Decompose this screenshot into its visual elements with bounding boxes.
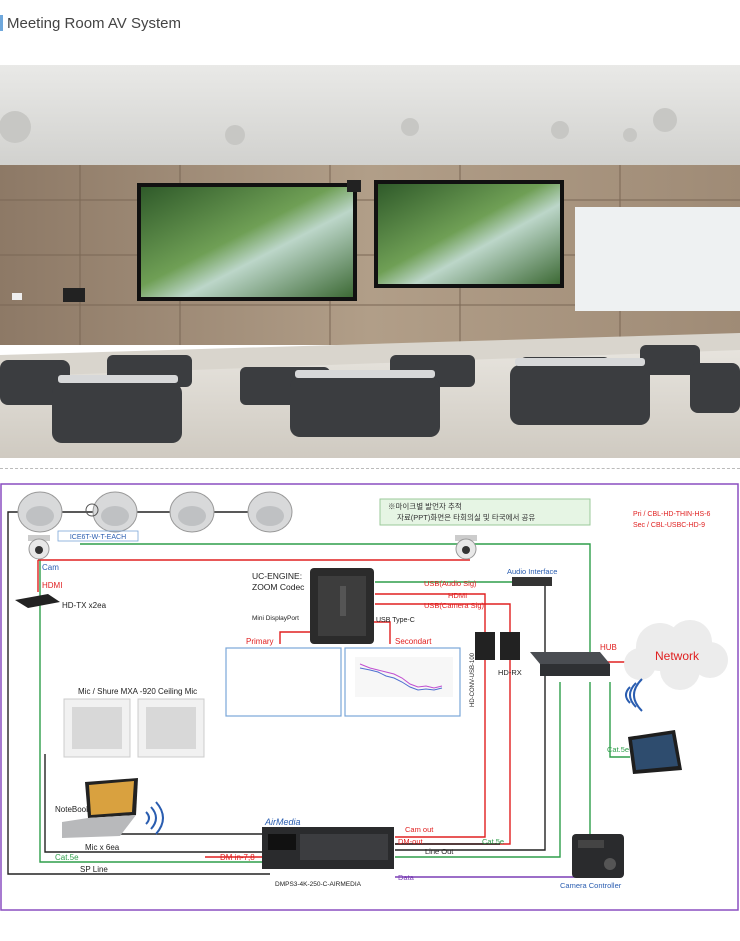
hdmi-label: HDMI — [42, 581, 62, 590]
ice-label-box — [57, 530, 139, 542]
mic-count-label: Mic x 6ea — [85, 843, 120, 852]
zoom-codec-label: ZOOM Codec — [252, 582, 305, 592]
uc-engine-label: UC-ENGINE: — [252, 571, 302, 581]
cable-pri-label: Pri / CBL-HD-THIN-HS-6 — [633, 511, 710, 518]
cat5e-right-label: Cat.5e — [482, 837, 504, 846]
note-box — [379, 498, 591, 526]
network-cloud-icon — [624, 620, 728, 690]
usb-camera-label: USB(Camera Sig) — [424, 601, 485, 610]
hd-tx-label: HD-TX x2ea — [62, 601, 107, 610]
airmedia-brand: AirMedia — [264, 817, 301, 827]
sp-line-label: SP Line — [80, 865, 108, 874]
hd-conv-label: HD-CONV-USB-100 — [470, 652, 476, 707]
dmps-label: DMPS3-4K-250-C-AIRMEDIA — [275, 881, 362, 888]
cable-sec-label: Sec / CBL-USBC-HD-9 — [633, 522, 705, 529]
cat5e-left-label: Cat.5e — [55, 853, 79, 862]
wifi-icon — [625, 678, 643, 712]
hd-tx-device-icon — [15, 594, 60, 608]
cam-out-label: Cam out — [405, 825, 434, 834]
hdmi-2-label: HDMI — [448, 591, 467, 600]
line-out-label: Line Out — [425, 847, 454, 856]
diagram-frame — [0, 483, 739, 911]
notebook-laptop-icon — [62, 778, 138, 838]
dm-in-label: DM in-7,8 — [220, 853, 255, 862]
camera-controller-label: Camera Controller — [560, 881, 622, 890]
ceiling-speaker-2 — [92, 491, 138, 533]
cat5e-left-wire — [39, 557, 270, 863]
av-system-diagram: ICE6T-W-T-EACH Cam HDMI HD-TX x2ea ※마이크별… — [0, 483, 739, 911]
camera-right-icon — [455, 535, 477, 560]
network-label: Network — [655, 649, 700, 663]
hd-rx-label: HD-RX — [498, 668, 522, 677]
hd-rx-device-icon — [500, 632, 520, 660]
hd-conv-device-icon — [475, 632, 495, 660]
secondary-display — [344, 647, 461, 717]
dmps-device-icon — [262, 827, 394, 869]
network-hub-icon — [530, 652, 610, 676]
mic-label: Mic / Shure MXA -920 Ceiling Mic — [78, 687, 197, 696]
usb-typec-label: USB Type-C — [376, 617, 415, 624]
cam-label: Cam — [42, 563, 59, 572]
page-header: Meeting Room AV System — [0, 8, 181, 38]
dm-out-label: DM-out — [398, 837, 424, 846]
camera-left-icon — [28, 535, 50, 560]
ceiling-speaker-3 — [169, 491, 215, 533]
note-line-2: 자료(PPT)화면은 타회의실 및 타국에서 공유 — [397, 512, 535, 522]
primary-label: Primary — [246, 637, 274, 646]
audio-interface-device-icon — [512, 577, 552, 586]
secondary-label: Secondart — [395, 637, 432, 646]
meeting-room-photo — [0, 65, 740, 458]
primary-display — [225, 647, 342, 717]
ceiling-speaker-1 — [17, 491, 63, 533]
note-line-1: ※마이크별 발언자 추적 — [388, 501, 462, 511]
title-accent-bar — [0, 15, 3, 31]
touch-panel-icon — [628, 730, 682, 774]
ice-label: ICE6T-W-T-EACH — [70, 534, 126, 541]
ceiling-speaker-4 — [247, 491, 293, 533]
hub-label: HUB — [600, 643, 617, 652]
speaker-bracket-icon — [85, 503, 99, 517]
camera-controller-icon — [572, 834, 624, 878]
section-divider — [0, 468, 740, 469]
notebook-wireless-icon — [145, 801, 164, 835]
mini-dp-label: Mini DisplayPort — [252, 615, 299, 622]
uc-engine-device-icon — [310, 568, 374, 644]
notebook-label: NoteBook — [55, 805, 91, 814]
audio-interface-label: Audio Interface — [507, 567, 557, 576]
cat5e-tablet-label: Cat.5e — [607, 745, 629, 754]
usb-audio-label: USB(Audio Sig) — [424, 579, 477, 588]
page-title: Meeting Room AV System — [7, 14, 181, 32]
data-label: Data — [398, 873, 415, 882]
